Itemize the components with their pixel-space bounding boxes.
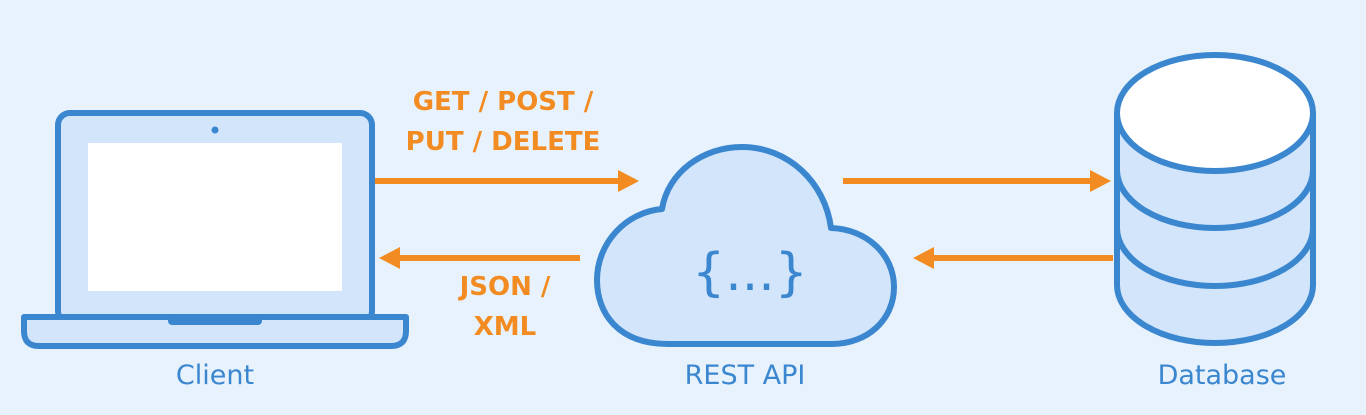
arrow-database-to-api [913,247,1113,269]
arrow-api-to-database [843,170,1111,192]
response-format-line1: JSON / [459,272,551,302]
client-label: Client [175,360,255,391]
request-methods-line2: PUT / DELETE [405,127,601,157]
rest-api-label: REST API [684,360,806,391]
response-format-line2: XML [473,312,537,342]
api-symbol: {...} [692,243,808,303]
response-format-label: JSON / XML [460,267,551,347]
response-arrow-api-to-client [379,247,580,269]
database-label: Database [1157,360,1287,391]
database-icon [1114,52,1316,346]
request-arrow-client-to-api [375,170,639,192]
request-methods-line1: GET / POST / [412,87,594,117]
cloud-icon: {...} [594,144,897,347]
request-methods-label: GET / POST / PUT / DELETE [406,82,601,162]
laptop-icon [21,110,409,349]
